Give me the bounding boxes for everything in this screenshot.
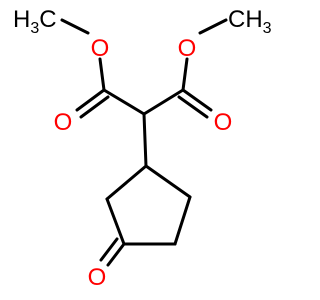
bond-ch-ring — [142, 112, 148, 168]
bond-ring-1 — [144, 164, 192, 199]
oxygen-ketone: O — [88, 264, 107, 291]
bond-methyl-right — [198, 18, 228, 35]
bond-ring-5 — [105, 164, 148, 201]
oxygen-ether-left: O — [91, 35, 110, 62]
bond-ring-4 — [105, 197, 126, 246]
bonds — [60, 18, 228, 267]
bond-carbonyl-right-a — [181, 88, 213, 112]
bond-ketone-a — [106, 242, 126, 267]
bond-methyl-left — [60, 18, 90, 35]
bond-ketone-b — [99, 237, 119, 262]
bond-carbonyl-right-b — [177, 95, 209, 119]
atom-labels: H3C CH3 O O O O O — [13, 6, 272, 291]
bond-c1-ch — [102, 88, 146, 116]
oxygen-carbonyl-left: O — [54, 109, 73, 136]
bond-ether-right — [181, 57, 189, 92]
bond-c2-ch — [142, 88, 185, 116]
structure-svg: H3C CH3 O O O O O — [13, 6, 272, 291]
bond-ether-left — [98, 57, 106, 92]
methyl-right-label: CH3 — [228, 6, 272, 37]
bond-carbonyl-left-b — [79, 95, 110, 119]
oxygen-carbonyl-right: O — [214, 109, 233, 136]
molecule-diagram: H3C CH3 O O O O O — [13, 6, 272, 291]
methyl-left-label: H3C — [13, 6, 57, 37]
bond-ring-2 — [173, 195, 192, 246]
bond-carbonyl-left-a — [75, 88, 106, 112]
oxygen-ether-right: O — [178, 35, 197, 62]
